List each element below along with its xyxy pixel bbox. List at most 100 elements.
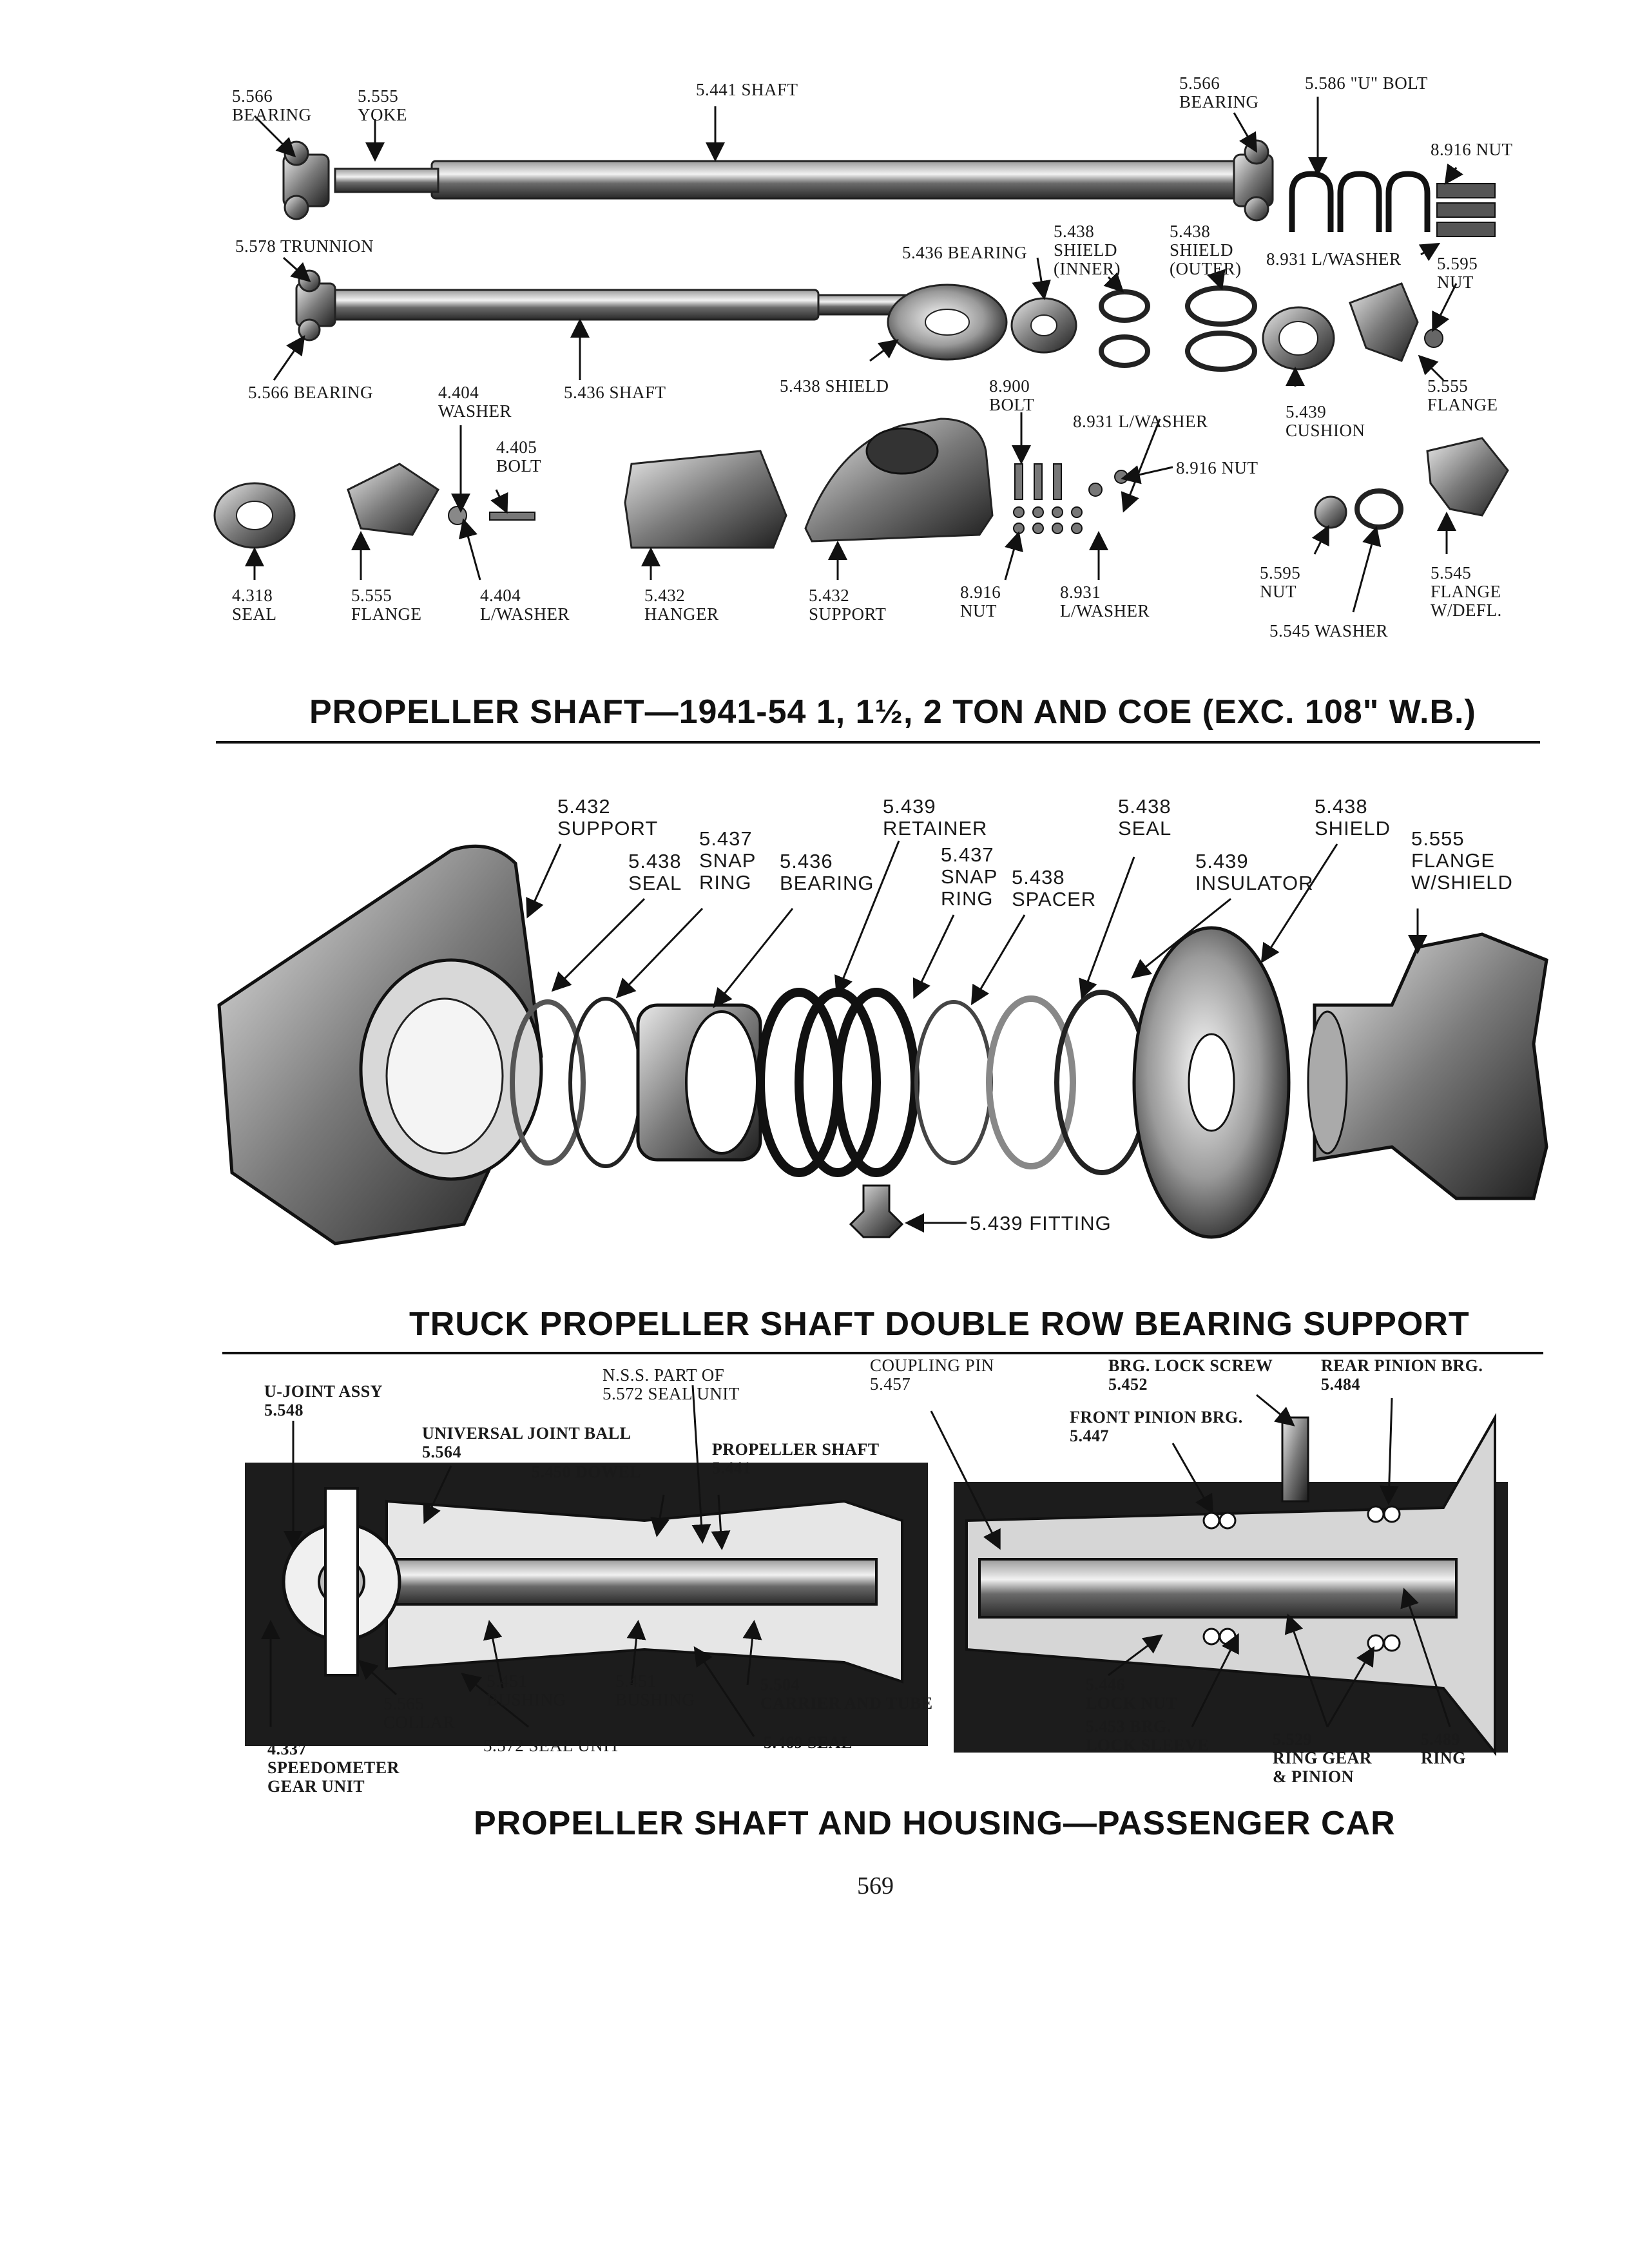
label-nut-5-595-top: 5.595 NUT	[1437, 254, 1478, 292]
label-seal-5-438-fig2-right: 5.438 SEAL	[1118, 795, 1172, 840]
figure3-title: PROPELLER SHAFT AND HOUSING—PASSENGER CA…	[474, 1805, 1396, 1842]
snap-ring-2	[914, 1000, 993, 1165]
label-shield-inner: 5.438 SHIELD (INNER)	[1054, 222, 1121, 278]
label-universal-joint-ball: UNIVERSAL JOINT BALL 5.564	[422, 1424, 631, 1461]
figure2-drawing	[217, 840, 1548, 1245]
label-l-washer-8-931-bottom: 8.931 L/WASHER	[1060, 582, 1150, 620]
shaft-5-436	[327, 289, 820, 321]
label-nut-8-916-top: 8.916 NUT	[1431, 140, 1513, 159]
label-seal-5-469: 5.469 SEAL	[764, 1733, 853, 1752]
label-ring-5-489: 5.489 RING	[1421, 1730, 1466, 1767]
label-collar-5-565: 5.565 COLLAR	[383, 1694, 455, 1732]
label-snap-ring-5-437-b: 5.437 SNAP RING	[941, 843, 998, 910]
label-front-pinion-brg-5-447: FRONT PINION BRG. 5.447	[1070, 1408, 1243, 1445]
hanger-5-432	[624, 450, 787, 549]
retainer-5-439	[756, 988, 920, 1177]
label-washer-4-404: 4.404 WASHER	[438, 383, 512, 421]
label-l-washer-8-931-top: 8.931 L/WASHER	[1266, 249, 1402, 269]
label-washer-5-545: 5.545 WASHER	[1269, 621, 1389, 640]
label-speedometer-gear-4-337: 4.337 SPEEDOMETER GEAR UNIT	[267, 1740, 400, 1796]
figure2-rule	[222, 1352, 1543, 1354]
figure3-drawing	[245, 1385, 1508, 1756]
fitting-5-439	[849, 1184, 904, 1238]
support-5-432	[804, 418, 994, 543]
label-support-5-432-fig2: 5.432 SUPPORT	[557, 795, 659, 840]
label-yoke-5-555: 5.555 YOKE	[358, 86, 407, 124]
label-bearing-5-566-right: 5.566 BEARING	[1179, 73, 1259, 111]
label-shield-outer: 5.438 SHIELD (OUTER)	[1170, 222, 1242, 278]
label-seal-unit-5-572: 5.572 SEAL UNIT	[483, 1736, 621, 1755]
label-lock-nut-5-446: 5.446 LOCK NUT	[1086, 1675, 1177, 1713]
flange-5-555-shield	[1313, 932, 1548, 1200]
label-rear-pinion-brg-5-484: REAR PINION BRG. 5.484	[1321, 1356, 1483, 1394]
page-number: 569	[857, 1872, 894, 1899]
label-bearing-5-566-lower: 5.566 BEARING	[248, 383, 373, 402]
label-retainer-5-439: 5.439 RETAINER	[883, 795, 988, 840]
label-flange-5-555: 5.555 FLANGE	[351, 586, 422, 624]
flange-5-555-top	[1349, 282, 1419, 362]
label-u-joint-assy: U-JOINT ASSY 5.548	[264, 1382, 383, 1419]
label-bolt-8-900: 8.900 BOLT	[989, 376, 1035, 414]
figure2-title: TRUCK PROPELLER SHAFT DOUBLE ROW BEARING…	[409, 1305, 1470, 1343]
label-nss-part: N.S.S. PART OF 5.572 SEAL UNIT	[602, 1365, 740, 1403]
label-shaft-5-441: 5.441 SHAFT	[696, 80, 798, 99]
small-hardware	[1013, 463, 1128, 534]
spacer-5-438	[986, 995, 1076, 1169]
label-l-washer-4-404: 4.404 L/WASHER	[480, 586, 570, 624]
figure1-drawing	[213, 97, 1509, 613]
label-lock-sleeve-5-453: 5.453 BRG. LOCK SLEEVE	[1086, 1717, 1210, 1754]
seal-5-438	[510, 999, 586, 1166]
label-ring-gear-pinion-5-529: 5.529 RING GEAR & PINION	[1273, 1730, 1373, 1786]
label-coupling-pin-5-457: COUPLING PIN 5.457	[870, 1356, 994, 1394]
label-bearing-5-436: 5.436 BEARING	[902, 243, 1027, 262]
label-bearing-5-436-fig2: 5.436 BEARING	[780, 850, 874, 894]
figure1-rule	[216, 741, 1540, 744]
flange-5-545	[1426, 437, 1509, 517]
shield-inner	[1099, 289, 1150, 323]
u-bolts	[1289, 171, 1431, 232]
label-flange-5-545: 5.545 FLANGE W/DEFL.	[1431, 563, 1502, 620]
label-u-bolt-5-586: 5.586 "U" BOLT	[1305, 73, 1428, 93]
figure1-title: PROPELLER SHAFT—1941-54 1, 1½, 2 TON AND…	[309, 693, 1476, 731]
shield-outer	[1185, 285, 1257, 327]
label-fitting-5-439: 5.439 FITTING	[970, 1212, 1112, 1235]
label-nut-8-916-bottom: 8.916 NUT	[960, 582, 1001, 620]
label-shield-5-438-fig2: 5.438 SHIELD	[1315, 795, 1391, 840]
label-hanger-5-432: 5.432 HANGER	[644, 586, 719, 624]
label-seal-5-438-fig2: 5.438 SEAL	[628, 850, 682, 894]
u-joint-right	[1233, 139, 1274, 222]
label-nut-8-916-mid: 8.916 NUT	[1176, 458, 1258, 477]
label-shaft-5-436: 5.436 SHAFT	[564, 383, 666, 402]
label-propeller-shaft-5-441: PROPELLER SHAFT 5.441	[712, 1440, 880, 1477]
propeller-shaft-5-441	[360, 1558, 878, 1606]
label-bearing-5-566-left: 5.566 BEARING	[232, 86, 312, 124]
label-bushing-5-451-b: 5.451 BUSHING	[615, 1671, 695, 1709]
nut-5-595	[1314, 495, 1347, 529]
label-shield-5-438: 5.438 SHIELD	[780, 376, 889, 396]
pinion-shaft	[978, 1558, 1458, 1619]
flange-5-555-left	[347, 463, 439, 536]
yoke-5-555	[334, 168, 439, 193]
label-l-washer-8-931-mid: 8.931 L/WASHER	[1073, 412, 1208, 431]
label-insulator-5-439: 5.439 INSULATOR	[1195, 850, 1314, 894]
label-trunnion-5-578: 5.578 TRUNNION	[235, 236, 374, 256]
label-spacer-5-438: 5.438 SPACER	[1012, 866, 1097, 910]
washer-5-545	[1354, 488, 1403, 530]
nuts-8-916	[1436, 183, 1496, 237]
label-cushion-5-439: 5.439 CUSHION	[1286, 402, 1365, 440]
label-support-5-432: 5.432 SUPPORT	[809, 586, 887, 624]
label-nut-5-595-bottom: 5.595 NUT	[1260, 563, 1301, 601]
label-seal-4-318: 4.318 SEAL	[232, 586, 277, 624]
label-dowel-5-450: 5.450 DOWEL	[532, 1463, 642, 1481]
label-flange-5-555-right: 5.555 FLANGE	[1427, 376, 1498, 414]
label-snap-ring-5-437-a: 5.437 SNAP RING	[699, 827, 757, 894]
label-carrier-tube-5-504: 5.504 CARRIER AND TUBE	[760, 1675, 933, 1713]
label-bushing-5-451-a: 5.451 BUSHING	[487, 1671, 566, 1709]
label-flange-5-555-shield: 5.555 FLANGE W/SHIELD	[1411, 827, 1513, 894]
u-joint-left	[282, 140, 330, 220]
label-brg-lock-screw-5-452: BRG. LOCK SCREW 5.452	[1108, 1356, 1273, 1394]
lock-screw	[1281, 1416, 1309, 1503]
trunnion	[295, 269, 336, 341]
